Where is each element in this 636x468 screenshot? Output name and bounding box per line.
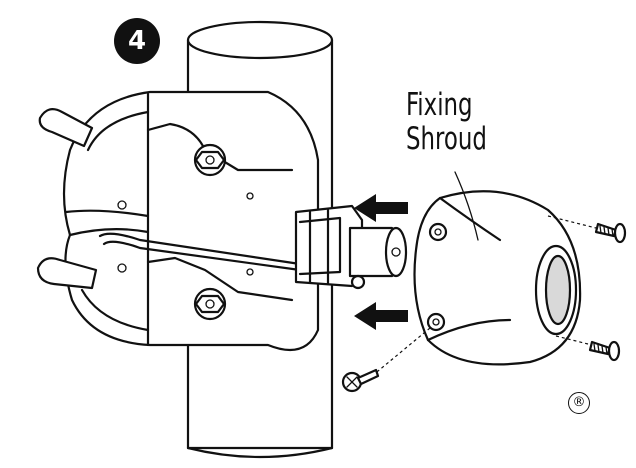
latch-mechanism	[294, 204, 408, 290]
screw-icon	[594, 222, 627, 244]
screw-icon	[588, 340, 621, 362]
registered-trademark-mark: ®	[568, 392, 590, 414]
step-number-badge: 4	[114, 18, 160, 64]
callout-line-1: Fixing	[406, 87, 473, 123]
callout-line-2: Shroud	[406, 121, 487, 157]
latch-body	[36, 90, 320, 352]
hex-bolt-lower	[193, 287, 227, 321]
arrow-left-icon	[354, 194, 408, 222]
hex-bolt-upper	[193, 143, 227, 177]
arrow-left-icon	[354, 302, 408, 330]
fixing-shroud	[413, 171, 582, 366]
fixing-shroud-label: Fixing Shroud	[406, 88, 487, 156]
screw-icon	[341, 368, 380, 393]
